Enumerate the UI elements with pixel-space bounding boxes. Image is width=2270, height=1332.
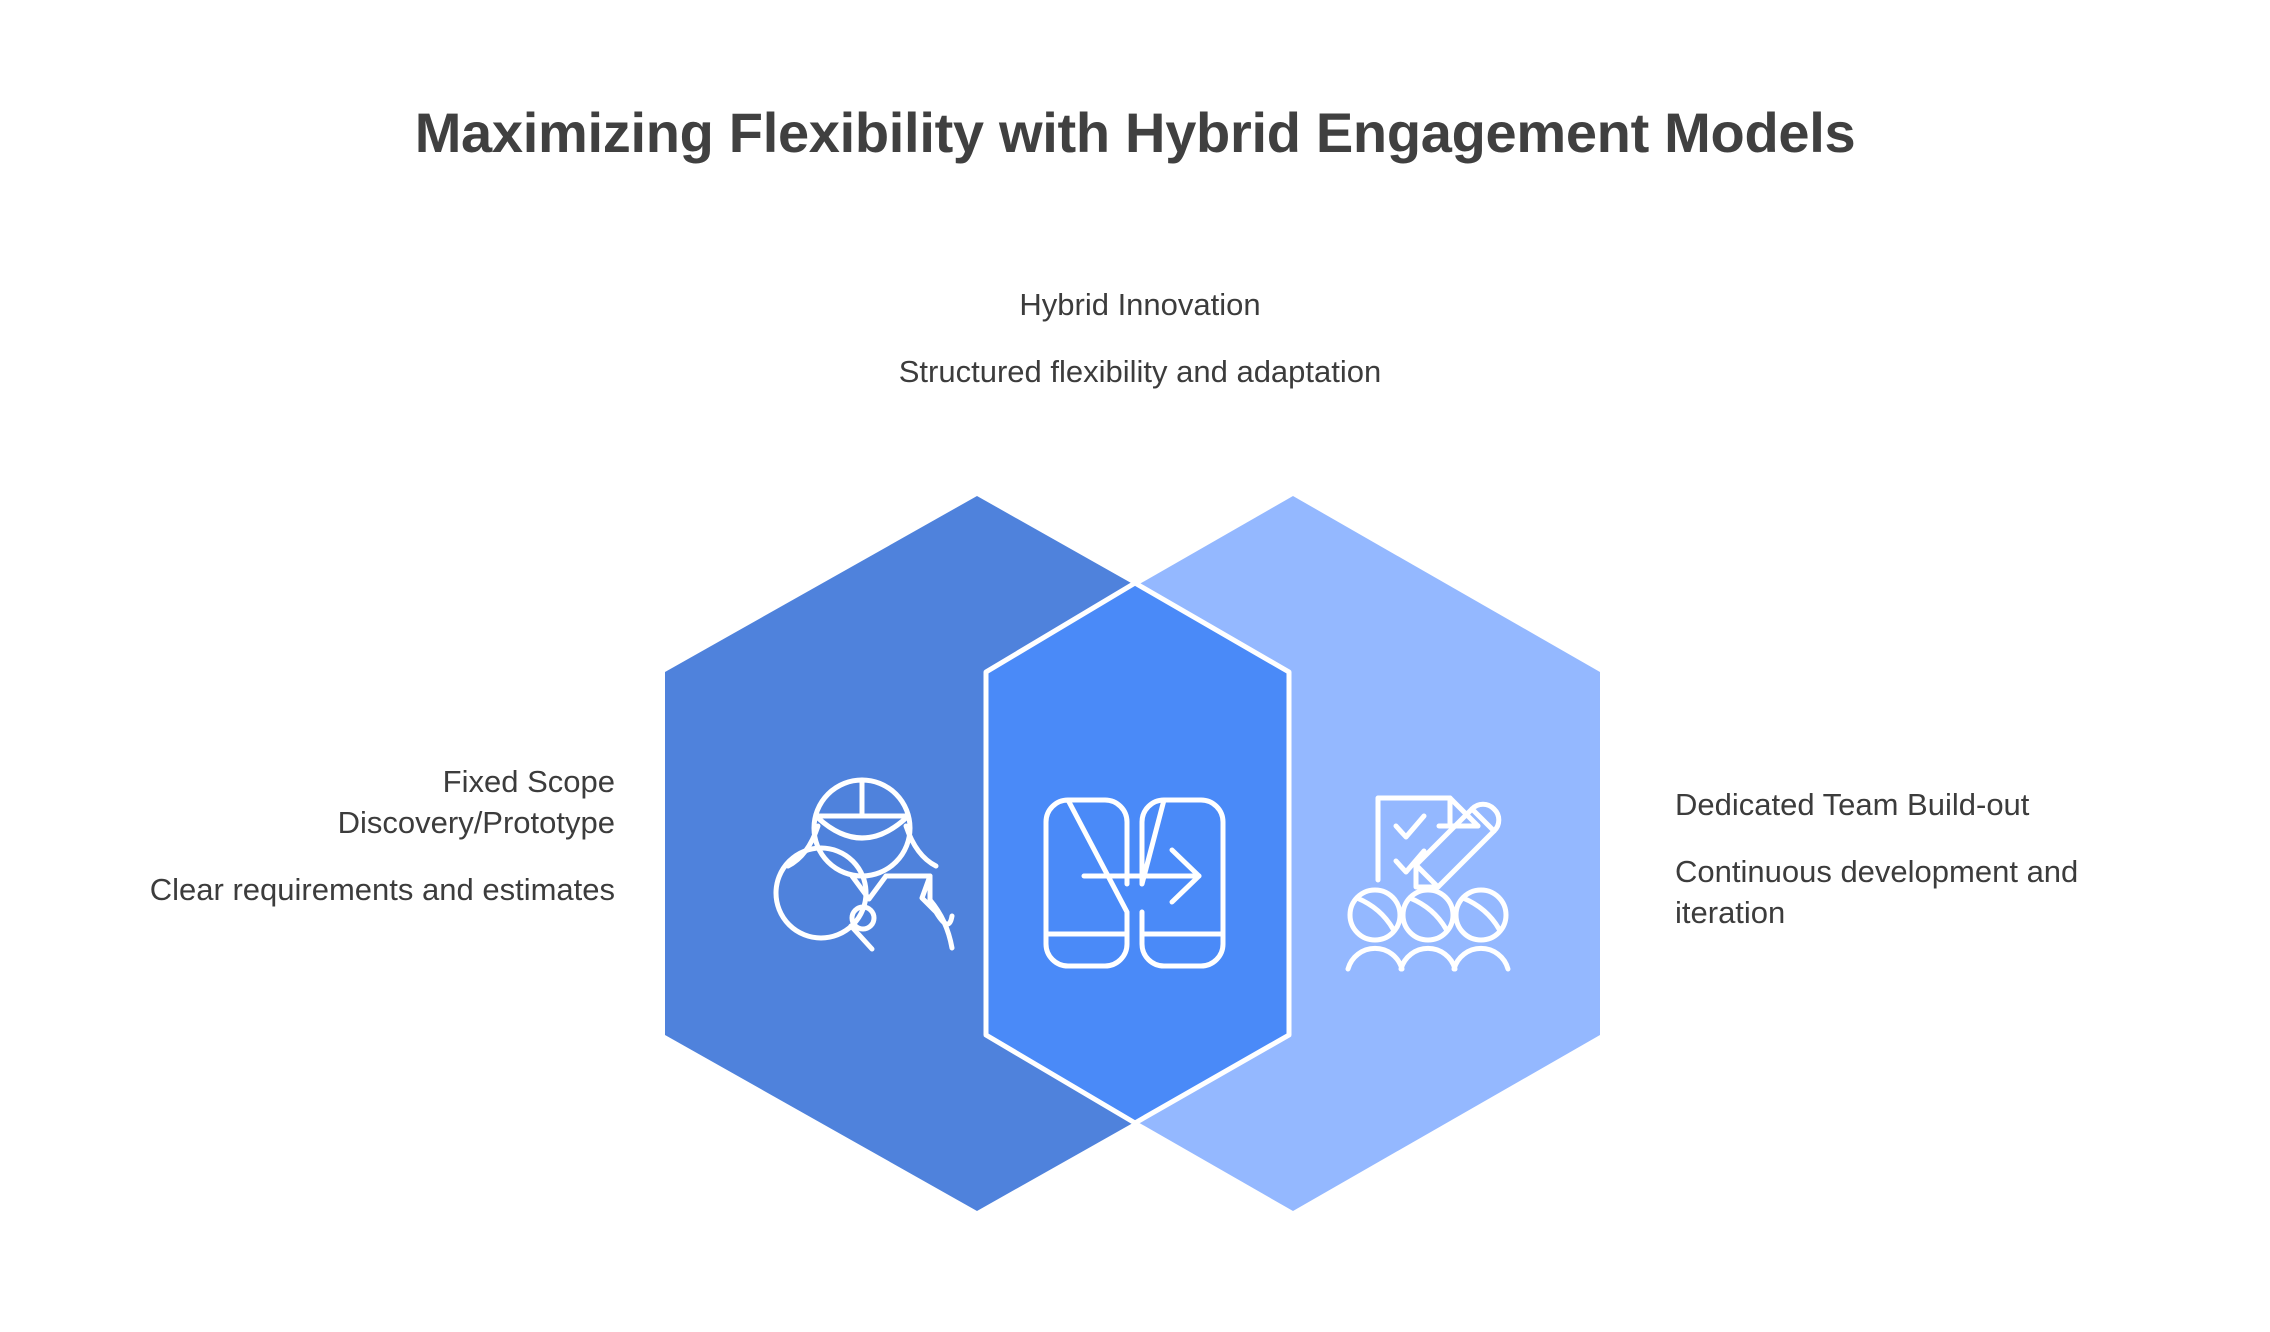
transfer-arrow-icon [1043, 797, 1226, 969]
callout-center-title: Hybrid Innovation [1019, 287, 1261, 322]
callout-right-title: Dedicated Team Build-out [1675, 787, 2030, 822]
callout-left-description: Clear requirements and estimates [149, 871, 615, 907]
overlap-lens-shape[interactable] [983, 580, 1292, 1126]
callout-right: Dedicated Team Build-out Continuous deve… [1675, 785, 2175, 934]
callout-left-title-line2: Discovery/Prototype [337, 804, 615, 840]
checklist-team-icon [1345, 795, 1511, 972]
callout-left-title: Fixed Scope Discovery/Prototype [110, 762, 615, 844]
person-with-magnifier-icon [773, 777, 955, 952]
callout-center: Hybrid Innovation Structured flexibility… [885, 285, 1395, 393]
callout-center-description: Structured flexibility and adaptation [898, 353, 1382, 389]
page-title: Maximizing Flexibility with Hybrid Engag… [414, 101, 1856, 164]
callout-right-description: Continuous development and iteration [1675, 853, 2079, 930]
callout-left-title-line1: Fixed Scope [442, 764, 615, 799]
callout-left: Fixed Scope Discovery/Prototype Clear re… [110, 762, 615, 911]
